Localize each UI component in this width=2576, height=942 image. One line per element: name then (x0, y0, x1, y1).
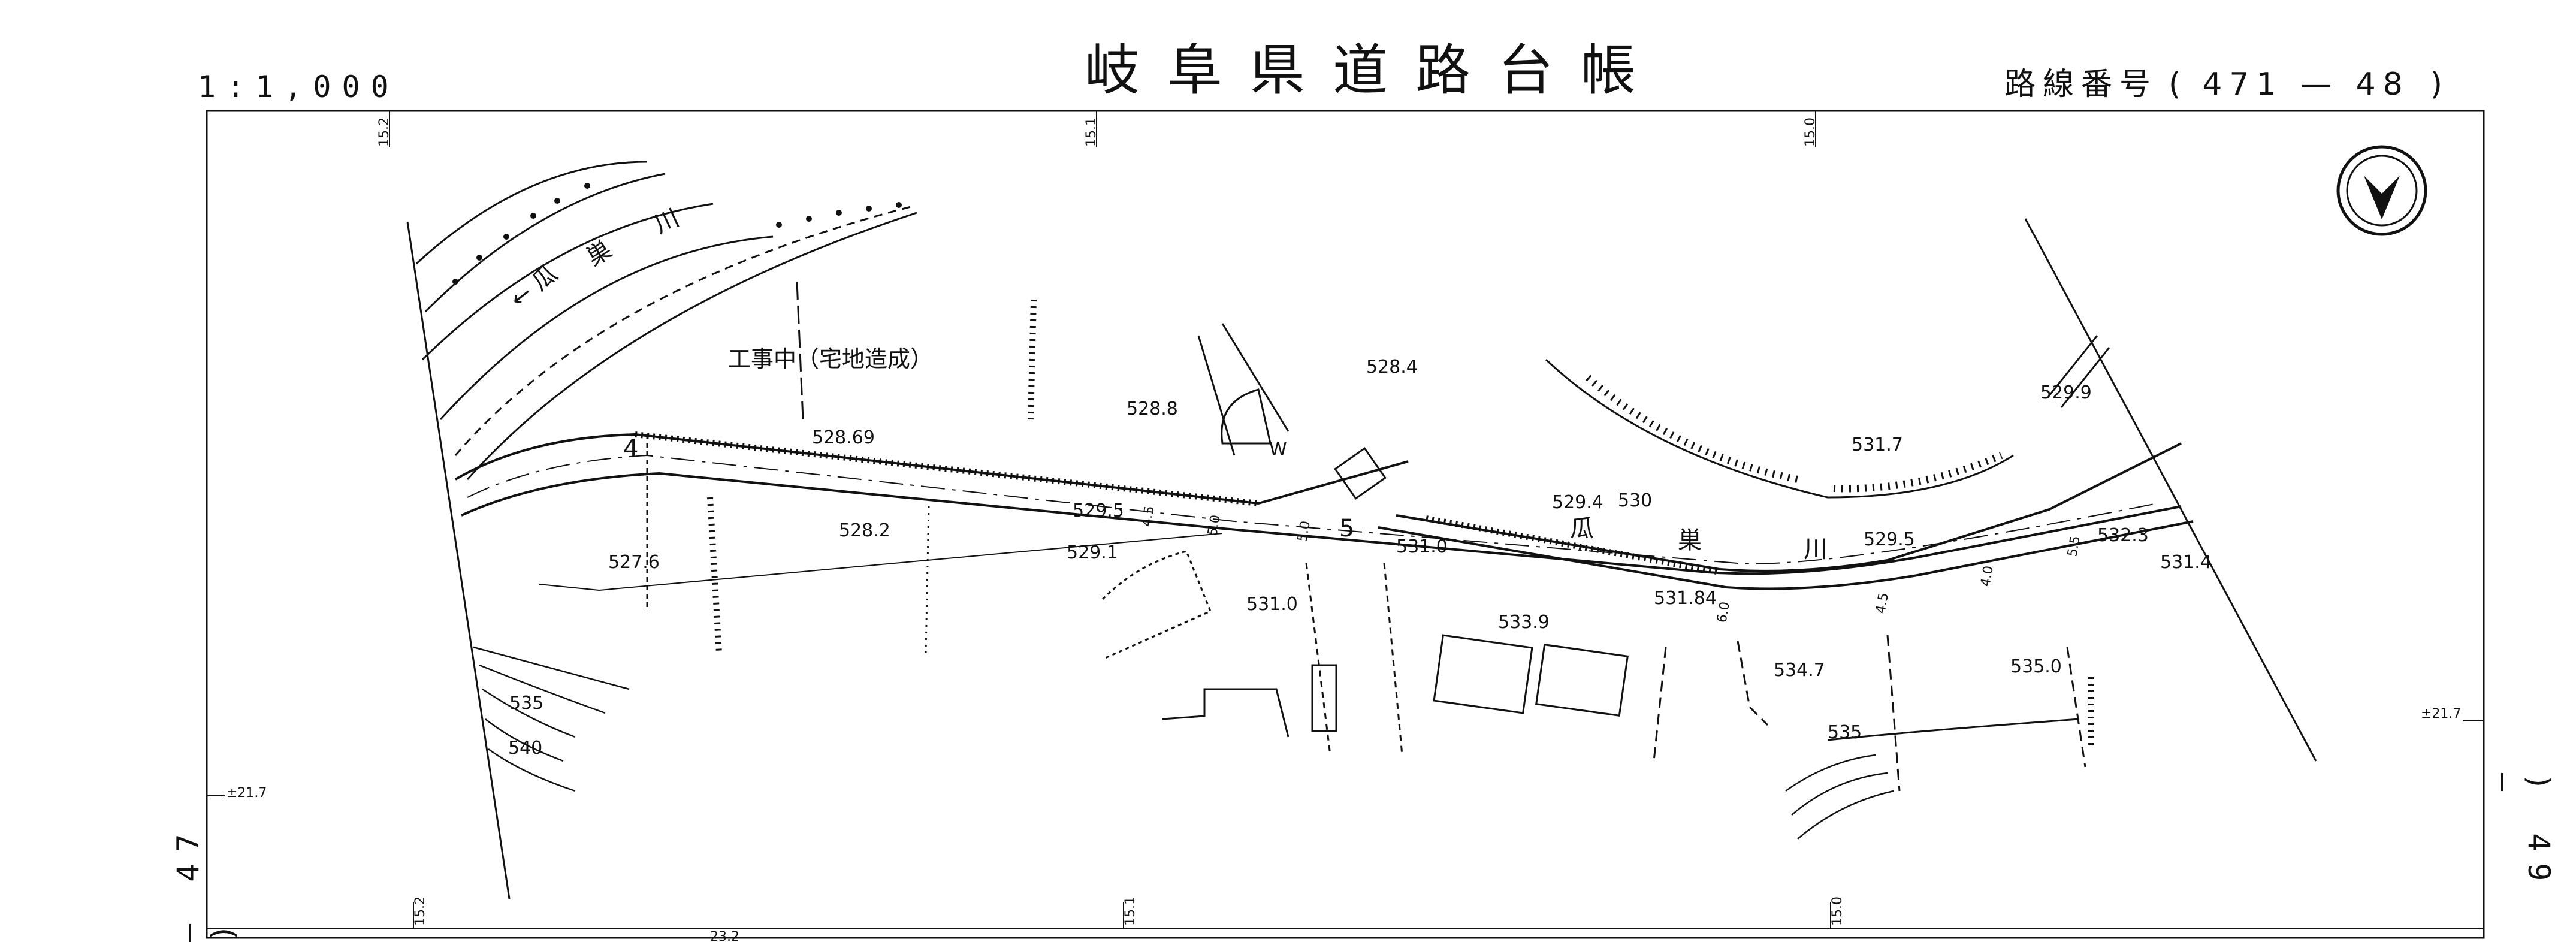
spot-elevation: 531.84 (1654, 588, 1717, 609)
spot-elevation: 529.9 (2040, 382, 2092, 403)
spot-elevation: 528.4 (1366, 357, 1418, 378)
spot-elevation: 535.0 (2010, 656, 2062, 677)
grid-tick-label: ±21.7 (227, 786, 267, 801)
dimension-label: 4.5 (1139, 505, 1158, 528)
route-number-header: 路線番号 (471 — 48) (2004, 69, 2450, 100)
grid-tick-label: 15.2 (377, 117, 392, 147)
spot-elevation: 528.8 (1127, 398, 1178, 419)
grid-ticks (207, 111, 2484, 929)
spot-elevation: 531.7 (1852, 434, 1903, 455)
river-name-upper: 巣 (582, 236, 617, 271)
contour-label: 530 (1618, 490, 1652, 511)
contour-label: 535 (509, 693, 543, 714)
dimension-label: 6.0 (1714, 600, 1733, 624)
route-close-paren: ) (2430, 67, 2450, 102)
river-name-upper: 川 (650, 204, 684, 239)
spot-elevation: 529.5 (1073, 500, 1124, 521)
grid-tick-label: 15.2 (413, 896, 428, 926)
dimension-label: 4.0 (1978, 564, 1997, 588)
lower-river (1378, 335, 2194, 590)
grid-tick-label: 15.1 (1123, 896, 1138, 926)
grid-tick-label: 15.0 (1803, 117, 1818, 147)
bottom-fragment-label: 23.2 (710, 929, 739, 942)
spot-elevation: 529.1 (1067, 542, 1118, 563)
spot-elevation: 531.4 (2160, 552, 2212, 573)
fence-ticks (646, 281, 2094, 749)
spot-elevation: 531.0 (1396, 536, 1448, 557)
spot-elevation: 528.2 (839, 520, 890, 541)
river-bank-dots (452, 183, 902, 285)
road-km-mark: 4 (623, 435, 638, 463)
grid-tick-label: ±21.7 (2421, 707, 2461, 721)
spot-elevation: 534.7 (1774, 660, 1825, 681)
spot-elevation: 532.3 (2097, 525, 2149, 546)
land-use-symbol: W (1269, 439, 1287, 460)
route-number: 471 — 48 (2202, 67, 2410, 102)
spot-elevation: 527.6 (608, 552, 660, 573)
dimension-label: 5.0 (1205, 514, 1224, 537)
river-name-lower: 瓜 (1570, 515, 1594, 542)
north-arrow-icon (2336, 145, 2427, 236)
contour-label: 535 (1828, 722, 1862, 743)
spot-elevation: 529.4 (1552, 492, 1603, 513)
spot-elevation: 531.0 (1246, 594, 1298, 615)
adjacent-sheet-right: ) 49 — (2487, 773, 2556, 893)
grid-tick-label: 15.0 (1830, 896, 1845, 926)
dimension-label: 4.5 (1873, 591, 1892, 615)
sheet-boundary (406, 218, 2317, 899)
spot-elevation: 529.5 (1864, 529, 1915, 550)
upper-river-banks (415, 161, 917, 480)
spot-elevation: 528.69 (812, 427, 875, 448)
spot-elevation: 533.9 (1498, 612, 1550, 633)
contour-label: 540 (508, 738, 542, 759)
contour-lines (473, 646, 1894, 840)
river-name-lower: 巣 (1678, 527, 1702, 554)
route-label: 路線番号 (2004, 67, 2158, 102)
road-km-mark: 5 (1339, 515, 1354, 542)
grid-tick-label: 15.1 (1084, 117, 1099, 147)
river-name-lower: 川 (1804, 536, 1828, 563)
river-name-upper: ← 瓜 (505, 260, 563, 313)
embankment-hatching (1545, 358, 2014, 499)
construction-note: 工事中（宅地造成） (728, 346, 933, 372)
parcels (1101, 323, 2086, 792)
page-title: 岐阜県道路台帳 (1085, 38, 1664, 102)
map-frame (206, 110, 2485, 939)
map-scale: 1:1,000 (198, 70, 400, 104)
dimension-label: 5.5 (2065, 535, 2083, 558)
route-open-paren: ( (2169, 67, 2188, 102)
dimension-label: 5.0 (1295, 520, 1313, 543)
route-road (454, 431, 2182, 591)
